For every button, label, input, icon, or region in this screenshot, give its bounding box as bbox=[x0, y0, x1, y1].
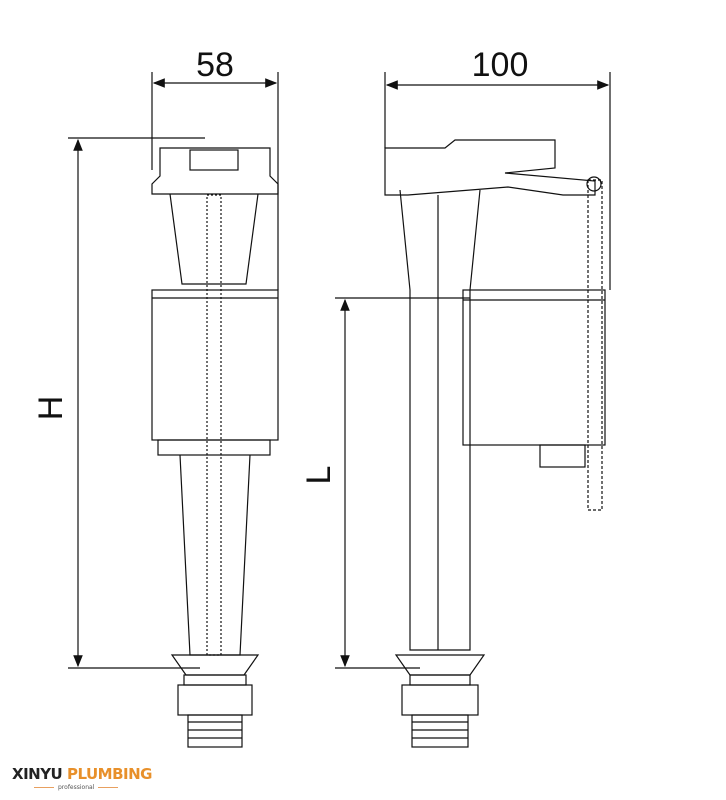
dimension-100: 100 bbox=[384, 46, 611, 290]
logo-dark-text: XINYU bbox=[12, 765, 63, 783]
brand-logo: XINYU PLUMBING bbox=[12, 765, 153, 783]
dim-100-label: 100 bbox=[472, 46, 529, 84]
dim-h-label: H bbox=[32, 396, 70, 421]
dimension-h: H bbox=[32, 137, 205, 669]
valve-side-view bbox=[151, 147, 279, 748]
dimension-l: L bbox=[300, 297, 470, 669]
logo-tagline: professional bbox=[30, 784, 122, 791]
logo-accent-text: PLUMBING bbox=[66, 765, 153, 783]
dim-l-label: L bbox=[300, 466, 338, 485]
dim-58-label: 58 bbox=[196, 46, 234, 84]
valve-front-view bbox=[384, 139, 606, 748]
dimension-58: 58 bbox=[151, 46, 279, 290]
